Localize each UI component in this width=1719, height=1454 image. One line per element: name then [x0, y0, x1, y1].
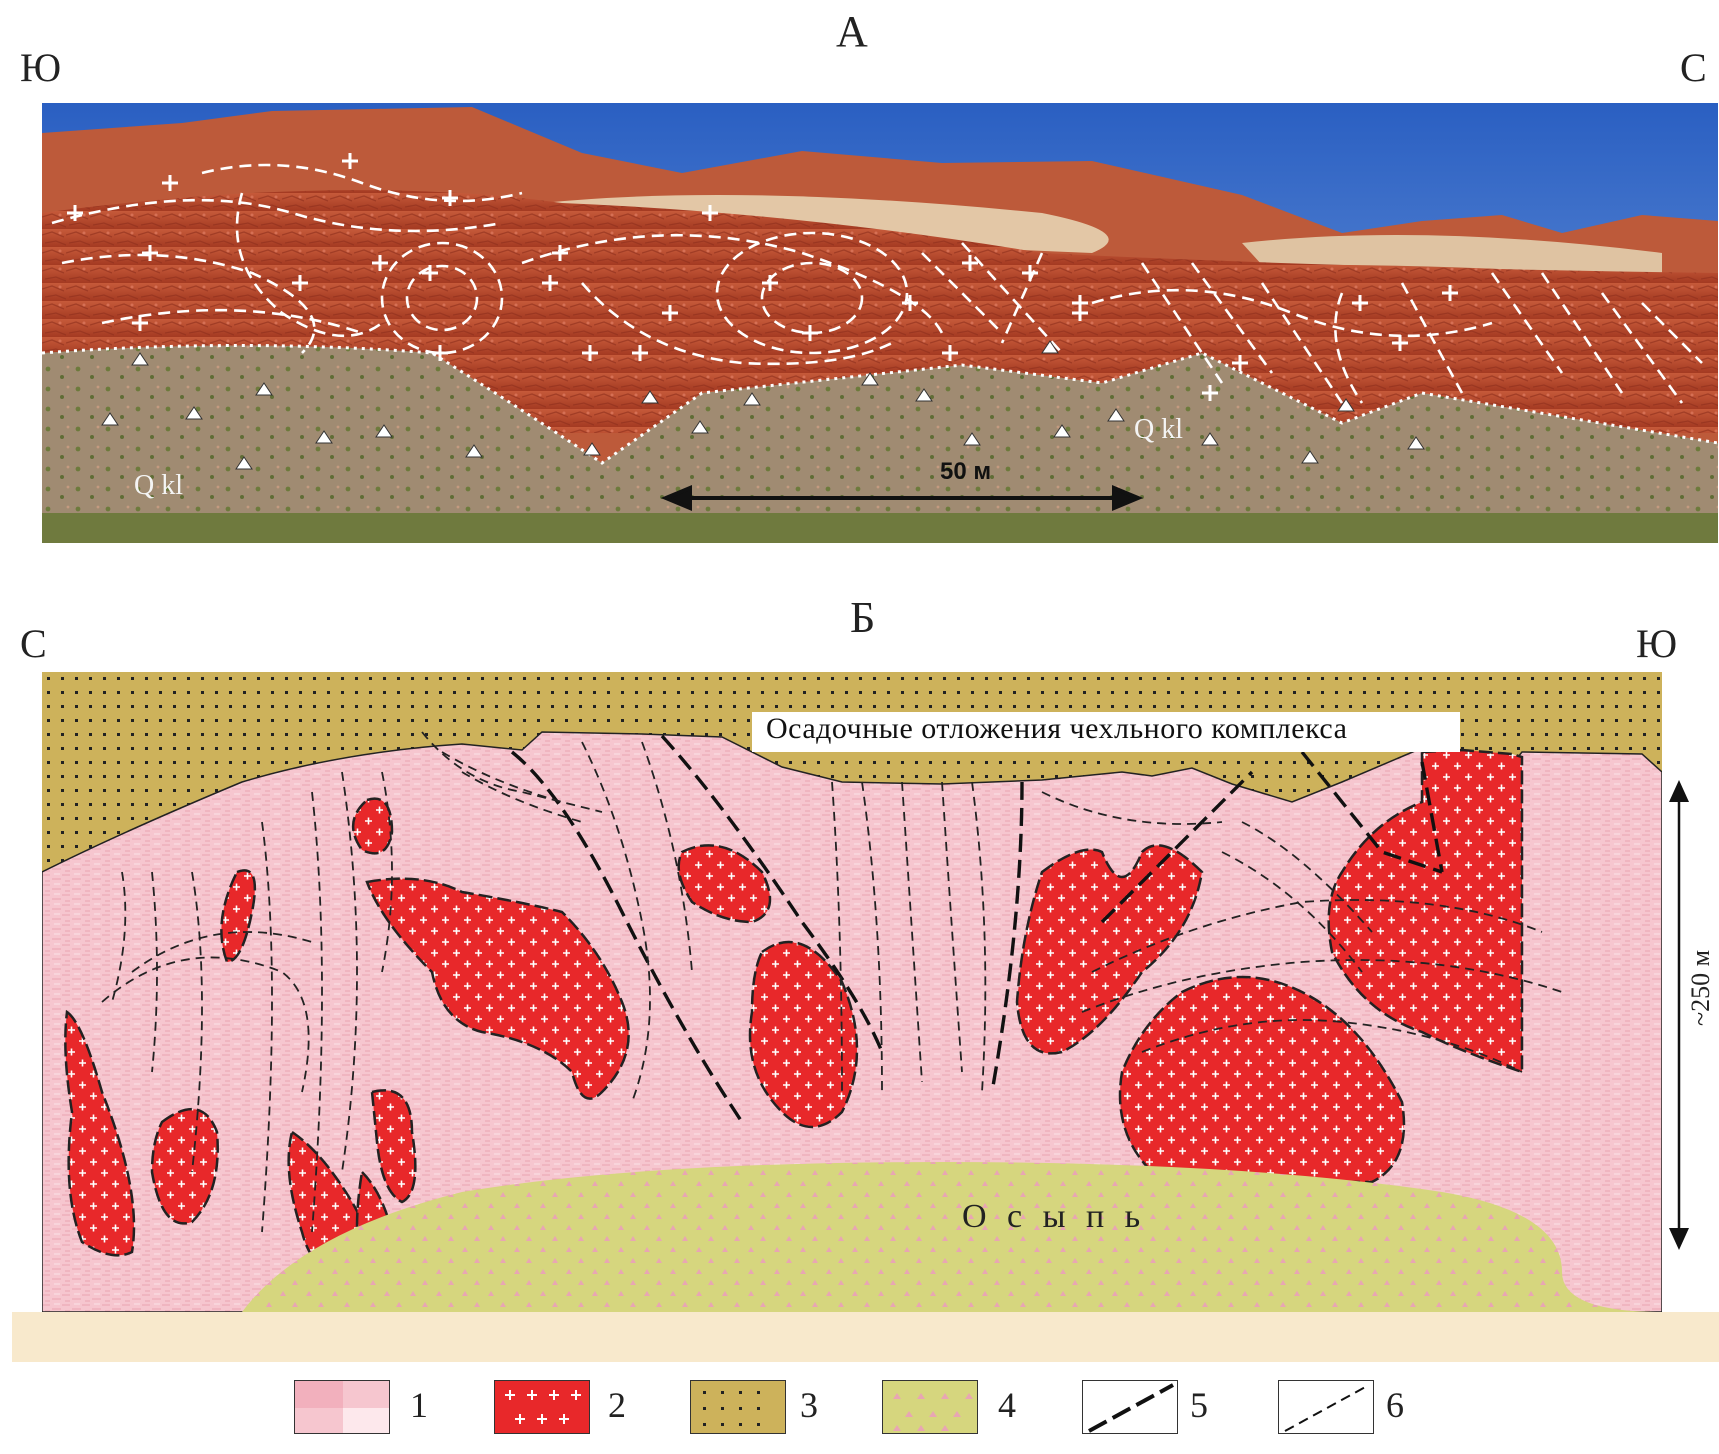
panel-b-letter: Б — [850, 593, 876, 642]
legend-swatch-sediment — [690, 1380, 786, 1434]
scale-bar-label: 50 м — [940, 458, 992, 485]
legend-number: 5 — [1190, 1385, 1208, 1425]
legend-number: 2 — [608, 1385, 626, 1425]
outcrop-photo — [42, 103, 1718, 543]
scree-label: О с ы п ь — [962, 1198, 1147, 1235]
vertical-scale-label: ~250 м — [1686, 947, 1716, 1028]
geological-section — [42, 672, 1662, 1312]
section-baseline — [12, 1312, 1719, 1362]
panel-a-left-direction: Ю — [20, 45, 62, 90]
panel-b-left-direction: С — [20, 621, 47, 666]
legend-number: 1 — [410, 1385, 428, 1425]
vertical-scale-arrow — [1669, 780, 1689, 1250]
quaternary-label-right: Q kl — [1134, 414, 1183, 445]
legend-swatch-thick-dashed — [1082, 1380, 1178, 1434]
legend-swatch-granite — [494, 1380, 590, 1434]
panel-b-right-direction: Ю — [1636, 621, 1678, 666]
legend-number: 6 — [1386, 1385, 1404, 1425]
legend-swatch-gneiss — [294, 1380, 390, 1434]
panel-a-right-direction: С — [1680, 45, 1707, 90]
legend-number: 4 — [998, 1385, 1016, 1425]
legend-swatch-scree — [882, 1380, 978, 1434]
panel-a-letter: А — [836, 7, 868, 56]
legend-number: 3 — [800, 1385, 818, 1425]
quaternary-label-left: Q kl — [134, 470, 183, 501]
sediment-label: Осадочные отложения чехльного комплекса — [766, 712, 1348, 745]
legend-swatch-thin-dashed — [1278, 1380, 1374, 1434]
sediment-label-box — [752, 712, 1460, 752]
